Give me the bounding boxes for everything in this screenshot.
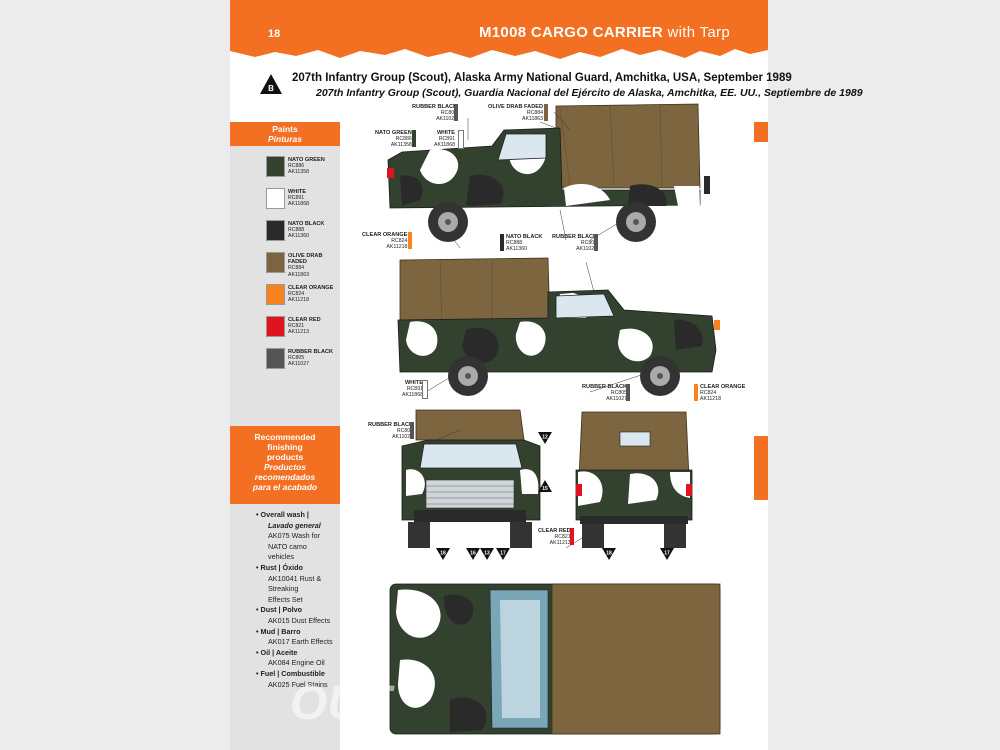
scheme-marker-icon: B <box>260 74 282 94</box>
truck-front-view <box>401 409 541 548</box>
truck-top-view <box>389 583 721 735</box>
paint-swatch <box>266 188 285 209</box>
svg-text:18: 18 <box>606 551 612 557</box>
side-tab <box>754 122 768 142</box>
svg-text:12: 12 <box>542 435 548 441</box>
header-bar: 18 M1008 CARGO CARRIER with Tarp <box>230 0 768 59</box>
svg-text:18: 18 <box>440 551 446 557</box>
brush-edge <box>230 40 768 59</box>
swatch-olive-drab <box>544 104 548 121</box>
wheel <box>640 356 680 396</box>
truck-side-view-right <box>397 257 720 396</box>
paint-swatch <box>266 220 285 241</box>
scheme-title-es: 207th Infantry Group (Scout), Guardia Na… <box>316 87 863 99</box>
scheme-title-en: 207th Infantry Group (Scout), Alaska Arm… <box>292 72 792 84</box>
finishing-item-product: AK084 Engine Oil <box>268 658 325 668</box>
swatch-white <box>458 130 464 149</box>
swatch-clear-orange <box>408 232 412 249</box>
finishing-item-product: AK10041 Rust & Streaking <box>268 573 322 594</box>
finishing-item-product: AK017 Earth Effects <box>268 637 333 647</box>
finishing-item-label: • Oil | Aceite <box>256 647 298 657</box>
paint-swatch <box>266 252 285 273</box>
svg-text:15: 15 <box>542 486 548 492</box>
finishing-item-product: vehicles <box>268 552 294 562</box>
swatch-nato-black <box>500 234 504 251</box>
svg-text:17: 17 <box>664 551 670 557</box>
decal-marker-icon: 18 <box>602 548 616 560</box>
finishing-item-product: AK025 Fuel Stains <box>268 679 328 689</box>
wheel <box>616 202 656 242</box>
decal-marker-icon: 16 <box>466 548 480 560</box>
page-title: M1008 CARGO CARRIER with Tarp <box>479 24 730 41</box>
paints-header: Paints Pinturas <box>230 122 340 146</box>
decal-marker-icon: 13 <box>480 548 494 560</box>
swatch-nato-green <box>412 130 416 147</box>
paint-swatch <box>266 348 285 369</box>
wheel <box>448 356 488 396</box>
wheel <box>428 202 468 242</box>
finishing-item-label-es: Lavado general <box>268 520 321 530</box>
swatch-clear-red <box>570 528 574 545</box>
finishing-item-label: • Dust | Polvo <box>256 605 303 615</box>
swatch-clear-orange <box>694 384 698 401</box>
paint-swatch <box>266 316 285 337</box>
decal-marker-icon: 17 <box>660 548 674 560</box>
paint-swatch <box>266 156 285 177</box>
decal-marker-icon: 18 <box>436 548 450 560</box>
finishing-item-label: • Fuel | Combustible <box>256 668 325 678</box>
tarp <box>555 103 701 189</box>
finishing-item-product: AK075 Wash for NATO camo <box>268 531 321 551</box>
swatch-rubber-black <box>626 384 630 401</box>
page-number: 18 <box>268 28 281 40</box>
page-title-suffix: with Tarp <box>667 24 730 41</box>
swatch-rubber-black <box>410 422 414 439</box>
finishing-item-label: • Overall wash | <box>256 510 309 519</box>
vehicle-drawings <box>387 103 721 735</box>
leader-lines <box>425 111 651 549</box>
decal-marker-icon: 17 <box>496 548 510 560</box>
truck-rear-view <box>575 411 693 548</box>
side-tab <box>754 436 768 500</box>
decal-marker-icon: 12 <box>538 432 552 444</box>
svg-text:B: B <box>268 84 274 93</box>
finishing-item-label: • Rust | Óxido <box>256 562 303 572</box>
svg-text:17: 17 <box>500 551 506 557</box>
finishing-item-label: • Mud | Barro <box>256 626 301 636</box>
svg-text:13: 13 <box>484 551 490 557</box>
svg-text:16: 16 <box>470 551 476 557</box>
instruction-page: 18 M1008 CARGO CARRIER with Tarp B 207th… <box>230 0 863 750</box>
finishing-item-product: Effects Set <box>268 594 303 604</box>
decal-marker-icon: 15 <box>538 480 552 492</box>
swatch-white <box>422 380 428 399</box>
truck-side-view-left <box>387 103 710 242</box>
finishing-header: Recommended finishing products Productos… <box>230 426 340 504</box>
swatch-rubber-black <box>594 234 598 251</box>
swatch-rubber-black <box>454 104 458 121</box>
paint-swatch <box>266 284 285 305</box>
watermark: OUT <box>290 677 392 730</box>
finishing-item-product: AK015 Dust Effects <box>268 615 331 625</box>
